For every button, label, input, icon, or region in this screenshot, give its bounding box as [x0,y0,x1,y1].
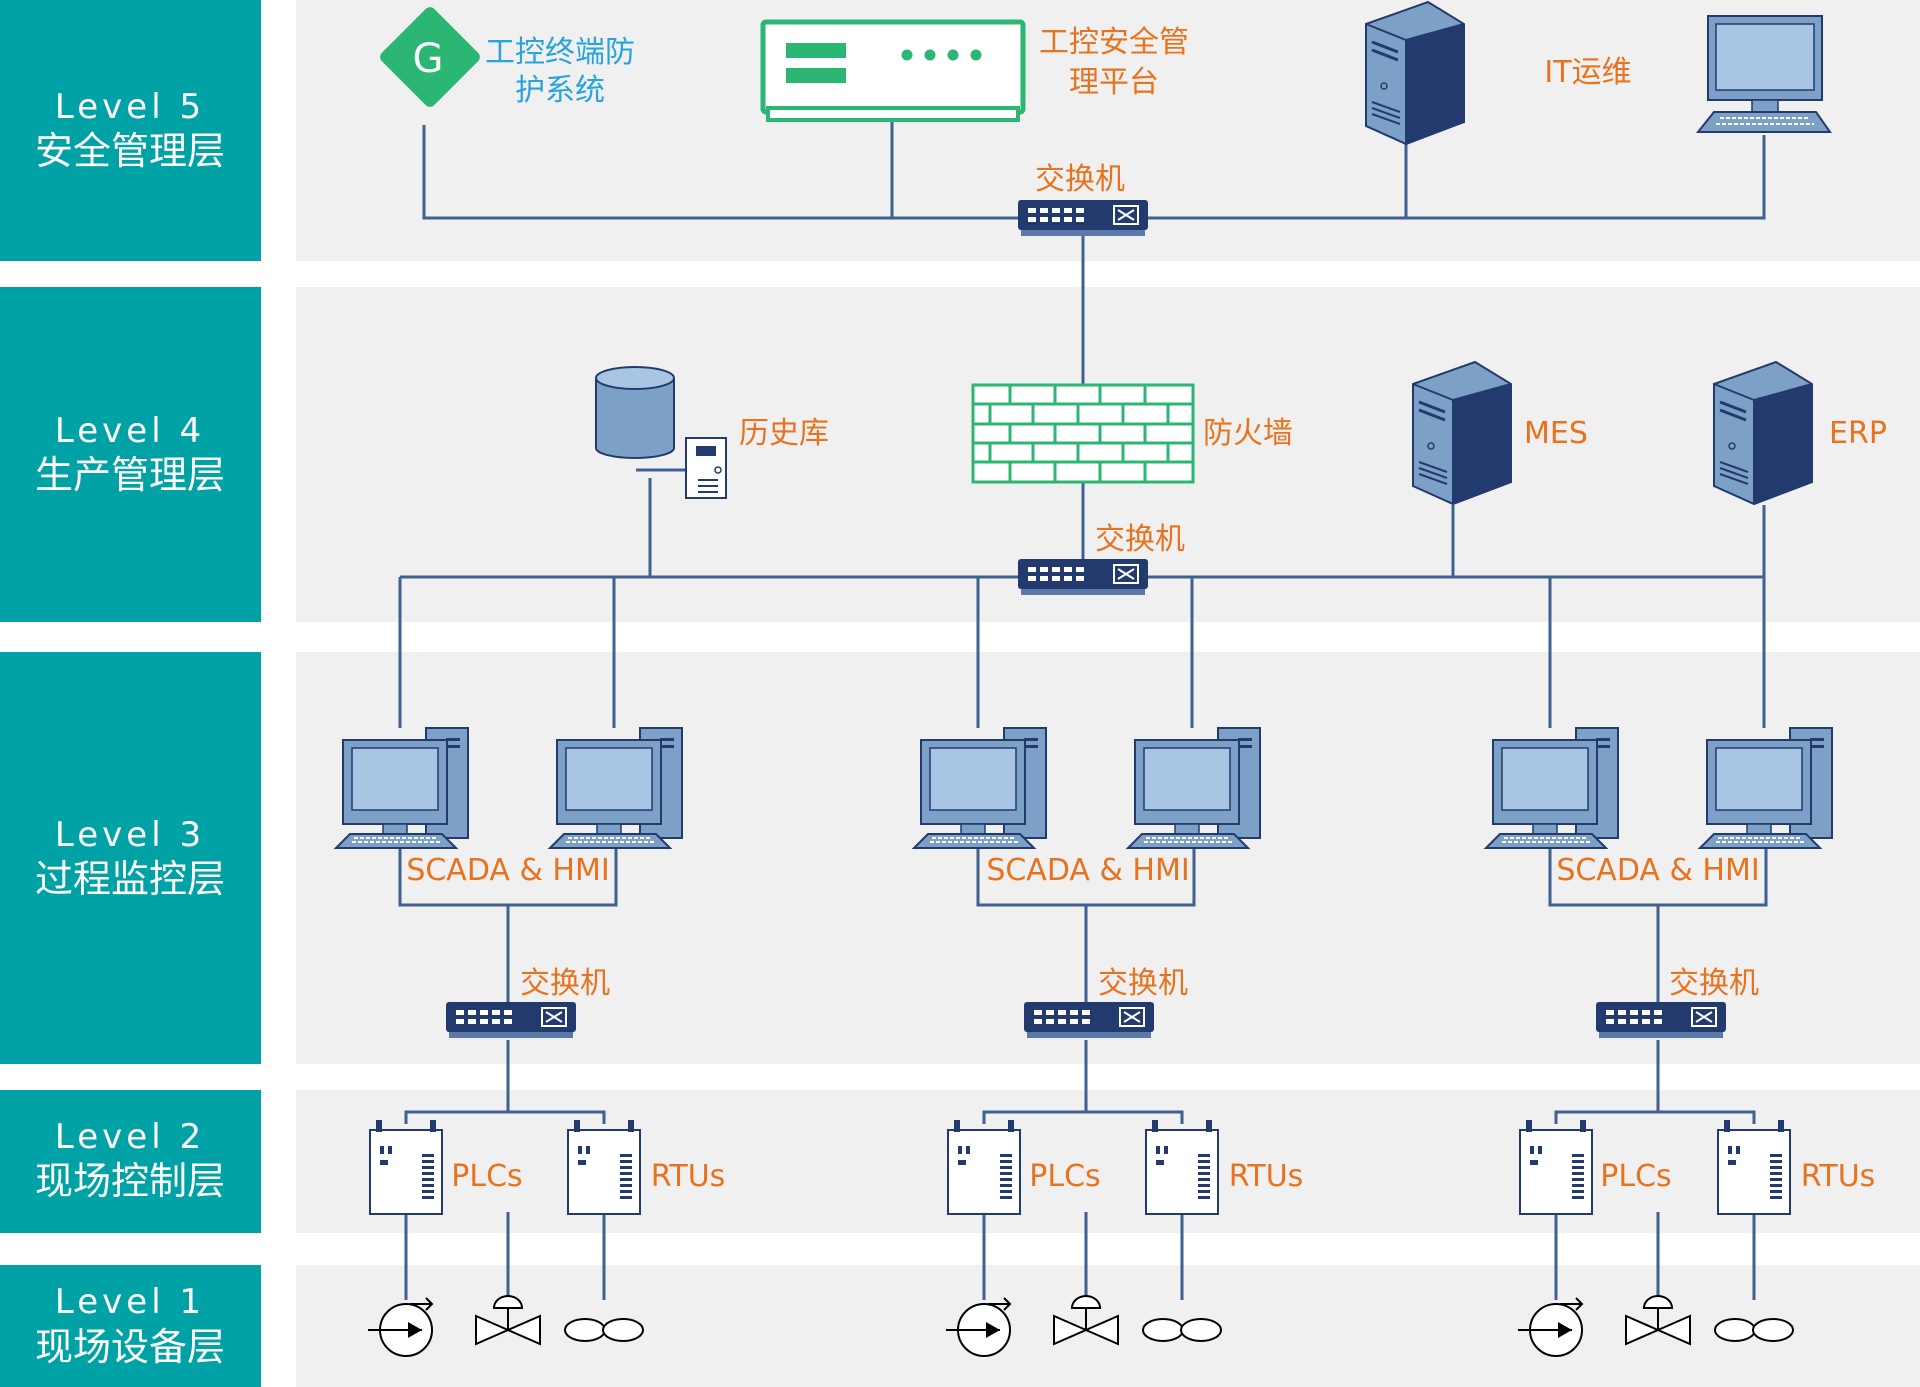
mes-label: MES [1524,416,1588,451]
band-level3 [296,652,1920,1064]
layer-name: 现场设备层 [35,1325,225,1369]
plc-label: PLCs [1600,1159,1671,1194]
security-platform-label-line2: 理平台 [1069,65,1159,100]
endpoint-protection-label-line1: 工控终端防 [485,35,635,70]
layer-label-level4: Level 4 生产管理层 [0,287,261,622]
switch-label: 交换机 [1669,966,1759,1001]
switch-label: 交换机 [520,966,610,1001]
layer-level: Level 5 [55,87,205,127]
plc-icon [369,1119,443,1215]
firewall-node: 防火墙 [971,383,1293,484]
layer-level: Level 3 [55,815,205,855]
switch-label: 交换机 [1035,162,1125,197]
plc-icon [1519,1119,1593,1215]
switch-label: 交换机 [1098,966,1188,1001]
scada-hmi-label: SCADA & HMI [1556,853,1759,888]
endpoint-protection-node: G 工控终端防 护系统 [380,7,635,108]
scada-hmi-label: SCADA & HMI [406,853,609,888]
it-ops-label: IT运维 [1544,55,1631,90]
level5-switch: 交换机 [1017,162,1149,237]
rtu-label: RTUs [1229,1159,1304,1194]
layer-name: 生产管理层 [35,453,225,497]
layer-label-level3: Level 3 过程监控层 [0,652,261,1064]
layer-level: Level 1 [55,1282,205,1322]
network-switch-icon [1017,199,1149,237]
server-tower-icon [1411,360,1513,506]
erp-label: ERP [1829,416,1887,451]
database-icon [595,366,727,499]
security-platform-node: 工控安全管 理平台 [760,19,1189,122]
network-switch-icon [1023,1001,1155,1039]
security-platform-label-line1: 工控安全管 [1039,25,1189,60]
layer-label-level5: Level 5 安全管理层 [0,0,261,261]
rtu-icon [1145,1119,1219,1215]
endpoint-protection-label-line2: 护系统 [515,73,605,108]
firewall-icon [971,383,1195,484]
layer-label-level2: Level 2 现场控制层 [0,1090,261,1233]
layer-level: Level 4 [55,411,205,451]
layer-labels: Level 5 安全管理层 Level 4 生产管理层 Level 3 过程监控… [0,0,261,1387]
cell-2-scada: SCADA & HMI 交换机 [913,727,1261,1039]
rtu-label: RTUs [651,1159,726,1194]
security-appliance-icon [760,19,1026,122]
layer-name: 安全管理层 [35,129,225,173]
cell-3-controllers: PLCs RTUs [1519,1119,1876,1215]
network-switch-icon [445,1001,577,1039]
plc-icon [947,1119,1021,1215]
monitor-keyboard-icon [1697,15,1831,133]
mes-node: MES [1411,360,1588,506]
layer-name: 过程监控层 [35,857,225,901]
workstation-node [1697,15,1831,133]
network-switch-icon [1595,1001,1727,1039]
it-ops-node: IT运维 [1364,0,1632,146]
level4-switch: 交换机 [1017,522,1185,596]
cell-2-controllers: PLCs RTUs [947,1119,1304,1215]
switch-label: 交换机 [1095,522,1185,557]
server-tower-icon [1364,0,1466,146]
historian-node: 历史库 [595,366,829,499]
layer-level: Level 2 [55,1117,205,1157]
historian-label: 历史库 [739,416,829,451]
rtu-icon [567,1119,641,1215]
rtu-icon [1717,1119,1791,1215]
plc-label: PLCs [1029,1159,1100,1194]
layer-name: 现场控制层 [35,1159,225,1203]
plc-label: PLCs [451,1159,522,1194]
firewall-label: 防火墙 [1203,416,1293,451]
band-level2 [296,1090,1920,1233]
network-switch-icon [1017,558,1149,596]
rtu-label: RTUs [1801,1159,1876,1194]
scada-hmi-label: SCADA & HMI [986,853,1189,888]
cell-1-scada: SCADA & HMI 交换机 [335,727,683,1039]
server-tower-icon [1712,360,1814,506]
erp-node: ERP [1712,360,1887,506]
cell-1-controllers: PLCs RTUs [369,1119,726,1215]
cell-3-scada: SCADA & HMI 交换机 [1485,727,1833,1039]
g-diamond-icon: G [380,7,480,107]
layer-label-level1: Level 1 现场设备层 [0,1265,261,1387]
svg-text:G: G [413,36,444,82]
